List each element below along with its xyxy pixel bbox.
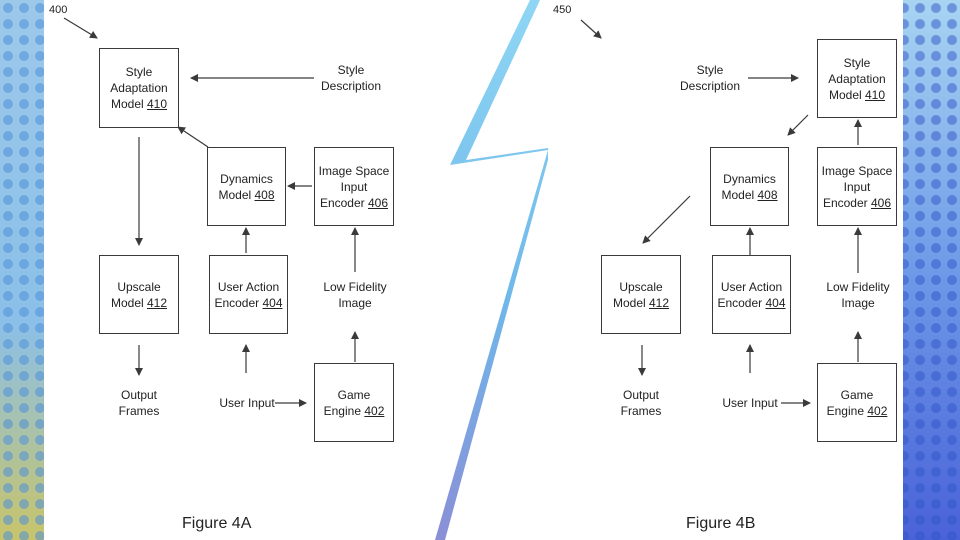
box-label: Game <box>840 387 874 402</box>
figure-caption: Figure 4A <box>182 515 252 532</box>
box-label: Adaptation <box>110 81 168 95</box>
arrow-fig-id <box>580 19 602 39</box>
dynamics-model-box: Dynamics Model 408 <box>710 147 789 226</box>
ref-number: 412 <box>649 295 670 310</box>
user-action-encoder-box: User Action Encoder 404 <box>712 255 791 334</box>
box-label: Dynamics <box>723 171 776 186</box>
ref-number: 410 <box>147 97 168 111</box>
game-engine-box: Game Engine 402 <box>314 363 394 442</box>
box-label: Model 408 <box>721 187 778 202</box>
box-label: Model 412 <box>612 295 670 310</box>
upscale-model-box: Upscale Model 412 <box>601 255 681 334</box>
ref-number: 402 <box>364 403 385 418</box>
figure-id: 400 <box>49 4 68 16</box>
box-label: Input <box>843 179 871 194</box>
image-space-input-encoder-box: Image Space Input Encoder 406 <box>314 147 394 226</box>
box-label: Model 410 <box>828 87 886 102</box>
ref-number: 412 <box>147 295 168 310</box>
ref-number: 402 <box>867 403 888 418</box>
box-label: Encoder 404 <box>214 295 283 310</box>
arrow-dynamics-to-style <box>177 126 209 148</box>
box-label: Encoder 404 <box>717 295 786 310</box>
arrow-dynamics-to-upscale <box>642 195 691 244</box>
box-label: Dynamics <box>220 171 273 186</box>
box-label: Engine 402 <box>323 403 385 418</box>
style-adaptation-model-box: Style Adaptation Model 410 <box>817 39 897 118</box>
ref-number: 406 <box>871 195 892 210</box>
figure-id: 450 <box>553 4 572 16</box>
box-label: Image Space <box>821 163 893 178</box>
output-frames-label: Output Frames <box>620 388 662 418</box>
box-label: Upscale <box>117 279 161 294</box>
box-label: Model 412 <box>110 295 168 310</box>
user-input-label: User Input <box>219 396 275 410</box>
box-label: User Action <box>217 279 280 294</box>
ref-number: 408 <box>757 187 778 202</box>
box-label: Engine 402 <box>826 403 888 418</box>
ref-number: 404 <box>765 295 786 310</box>
box-label: Adaptation <box>828 71 886 86</box>
output-frames-label: Output Frames <box>118 388 160 418</box>
dynamics-model-box: Dynamics Model 408 <box>207 147 286 226</box>
style-description-label: Style Description <box>679 63 741 93</box>
box-label: Image Space <box>318 163 390 178</box>
box-label: Input <box>340 179 368 194</box>
low-fidelity-image-label: Low Fidelity Image <box>323 280 387 310</box>
box-label: Style <box>843 55 871 70</box>
box-label: Game <box>337 387 371 402</box>
style-description-label: Style Description <box>320 63 382 93</box>
arrow-style-to-dynamics <box>787 114 809 136</box>
upscale-model-box: Upscale Model 412 <box>99 255 179 334</box>
box-label: Encoder 406 <box>822 195 892 210</box>
ref-number: 404 <box>262 295 283 310</box>
image-space-input-encoder-box: Image Space Input Encoder 406 <box>817 147 897 226</box>
game-engine-box: Game Engine 402 <box>817 363 897 442</box>
style-adaptation-model-box: Style Adaptation Model 410 <box>99 48 179 128</box>
box-label: Model 410 <box>110 97 168 111</box>
box-label: Style <box>125 65 153 79</box>
ref-number: 408 <box>254 187 275 202</box>
figure-4a-panel: 400 Style Adaptation Model 410 Style Des… <box>44 0 399 540</box>
box-label: Model 408 <box>218 187 275 202</box>
box-label: User Action <box>720 279 783 294</box>
low-fidelity-image-label: Low Fidelity Image <box>826 280 890 310</box>
figure-4b-panel: 450 Style Description Style Adaptation M… <box>548 0 903 540</box>
user-input-label: User Input <box>722 396 778 410</box>
box-label: Upscale <box>619 279 663 294</box>
ref-number: 410 <box>865 87 886 102</box>
user-action-encoder-box: User Action Encoder 404 <box>209 255 288 334</box>
ref-number: 406 <box>368 195 389 210</box>
arrow-fig-id <box>63 17 98 39</box>
box-label: Encoder 406 <box>319 195 389 210</box>
figure-caption: Figure 4B <box>686 515 756 532</box>
